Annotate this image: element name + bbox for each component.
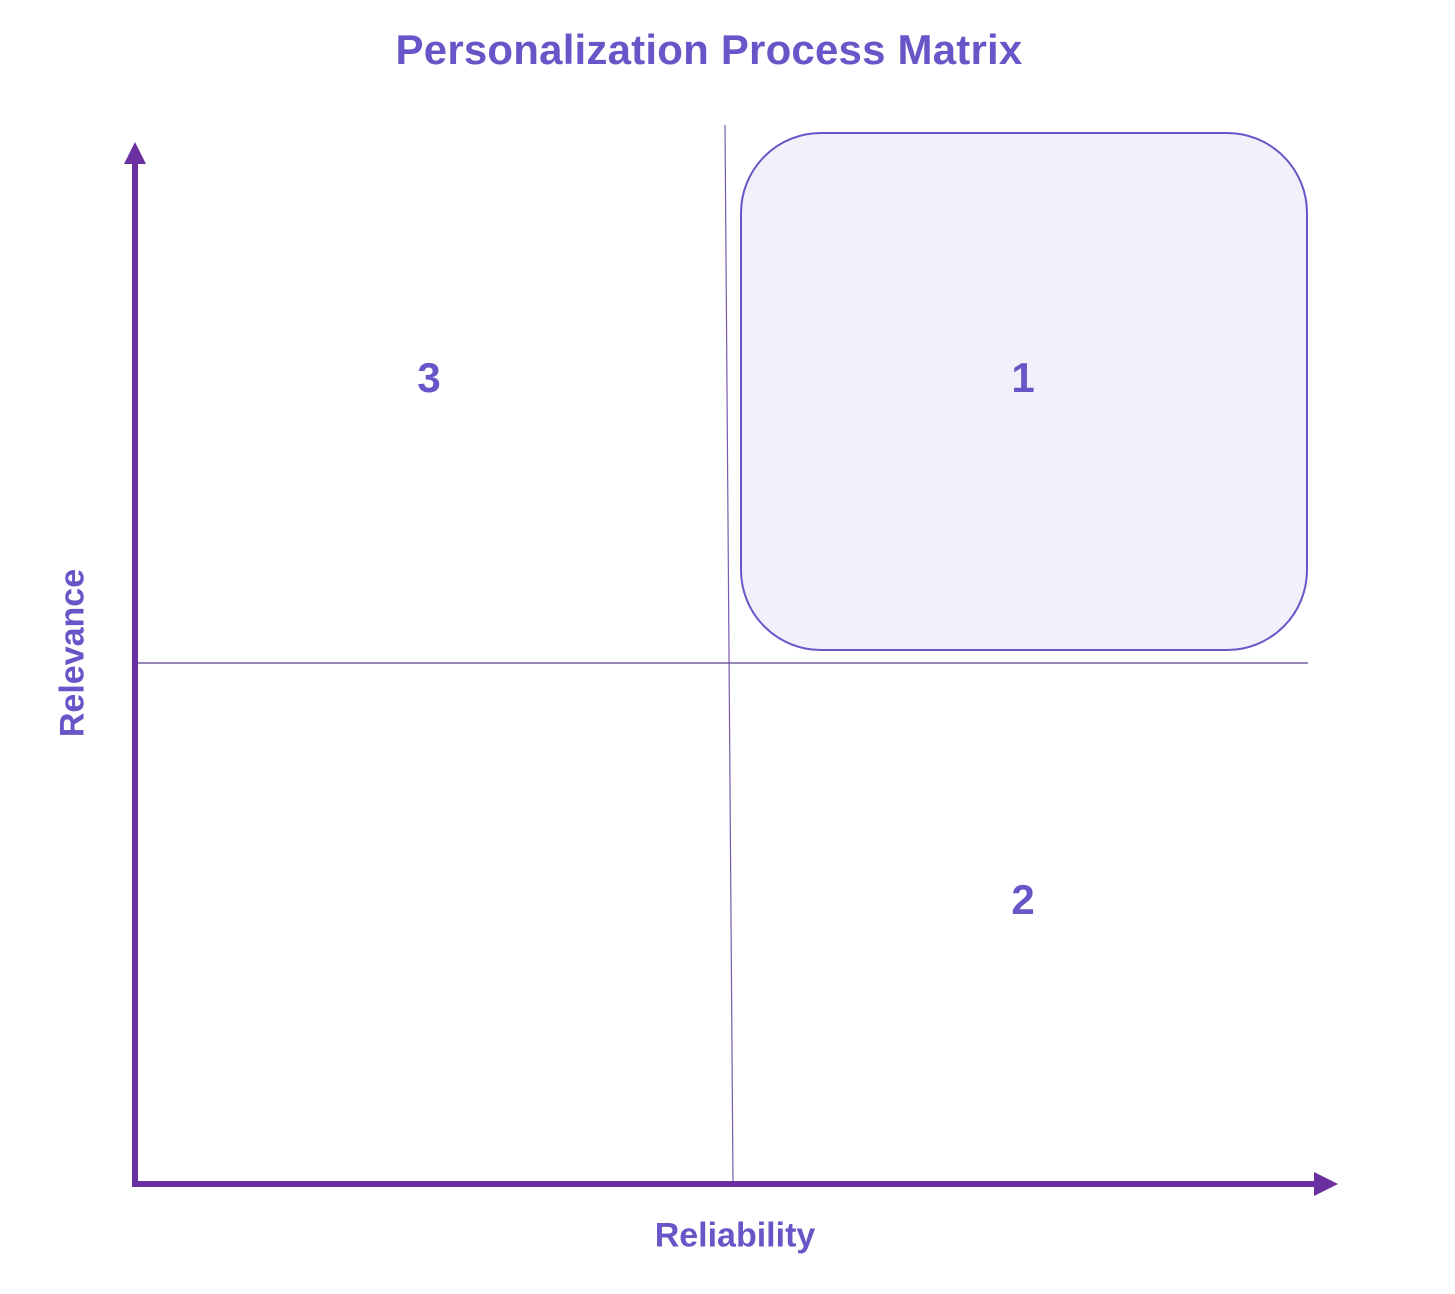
x-axis-label: Reliability — [654, 1216, 816, 1255]
x-axis-arrow-icon — [1314, 1172, 1338, 1196]
y-axis — [124, 142, 146, 1187]
quadrant-label-top-left: 3 — [417, 354, 441, 401]
vertical-divider — [724, 124, 734, 1183]
diagram-title: Personalization Process Matrix — [395, 26, 1023, 73]
quadrant-label-bottom-right: 2 — [1011, 876, 1035, 923]
y-axis-label: Relevance — [53, 568, 92, 738]
x-axis — [132, 1172, 1338, 1196]
quadrant-label-top-right: 1 — [1011, 354, 1035, 401]
highlight-box-quadrant-1 — [740, 132, 1308, 651]
y-axis-arrow-icon — [124, 142, 146, 164]
